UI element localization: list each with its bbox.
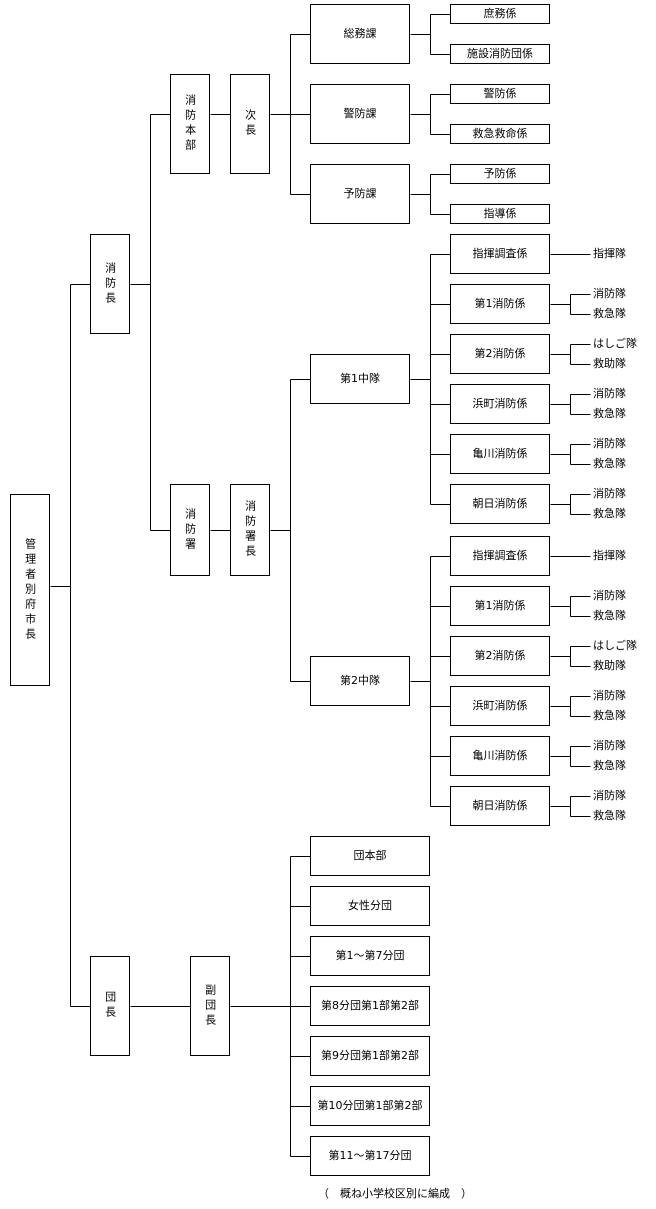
company-1-unit-3-team-1: はしご隊 xyxy=(593,337,637,350)
brigade-unit-3-box: 第1～第7分団 xyxy=(310,936,430,976)
section-3-unit-2-box: 指導係 xyxy=(450,204,550,224)
brigade-chief-box: 団長 xyxy=(90,956,130,1056)
station-chief-box-label: 消防署長 xyxy=(243,500,257,560)
deputy-chief-box-label: 次長 xyxy=(243,109,257,139)
section-3-unit-1-box: 予防係 xyxy=(450,164,550,184)
company-1-unit-3-box: 第2消防係 xyxy=(450,334,550,374)
company-1-unit-3-team-2: 救助隊 xyxy=(593,357,626,370)
company-1-unit-5-box: 亀川消防係 xyxy=(450,434,550,474)
company-1-box: 第1中隊 xyxy=(310,354,410,404)
hq-box: 消防本部 xyxy=(170,74,210,174)
station-chief-box: 消防署長 xyxy=(230,484,270,576)
section-1-box: 総務課 xyxy=(310,4,410,64)
section-1-unit-2-box: 施設消防団係 xyxy=(450,44,550,64)
company-1-unit-4-box: 浜町消防係 xyxy=(450,384,550,424)
company-1-unit-4-team-1: 消防隊 xyxy=(593,387,626,400)
company-2-unit-2-team-1: 消防隊 xyxy=(593,589,626,602)
section-2-unit-1-box: 警防係 xyxy=(450,84,550,104)
company-2-unit-2-team-2: 救急隊 xyxy=(593,609,626,622)
brigade-note: （ 概ね小学校区別に編成 ） xyxy=(318,1187,472,1200)
company-1-unit-2-team-2: 救急隊 xyxy=(593,307,626,320)
mayor-box: 管理者別府市長 xyxy=(10,494,50,686)
section-2-unit-2-box: 救急救命係 xyxy=(450,124,550,144)
hq-box-label: 消防本部 xyxy=(183,94,197,154)
brigade-unit-6-box: 第10分団第1部第2部 xyxy=(310,1086,430,1126)
company-2-unit-3-box: 第2消防係 xyxy=(450,636,550,676)
company-1-unit-6-team-2: 救急隊 xyxy=(593,507,626,520)
section-3-box: 予防課 xyxy=(310,164,410,224)
company-2-unit-1-team-1: 指揮隊 xyxy=(593,549,626,562)
company-2-unit-5-team-1: 消防隊 xyxy=(593,739,626,752)
company-2-unit-6-team-1: 消防隊 xyxy=(593,789,626,802)
vice-chief-box-label: 副団長 xyxy=(203,983,217,1029)
company-1-unit-1-team-1: 指揮隊 xyxy=(593,247,626,260)
company-1-unit-5-team-2: 救急隊 xyxy=(593,457,626,470)
company-2-unit-5-box: 亀川消防係 xyxy=(450,736,550,776)
company-2-unit-6-box: 朝日消防係 xyxy=(450,786,550,826)
brigade-unit-5-box: 第9分団第1部第2部 xyxy=(310,1036,430,1076)
company-2-box: 第2中隊 xyxy=(310,656,410,706)
fire-chief-box-label: 消防長 xyxy=(103,261,117,307)
company-2-unit-6-team-2: 救急隊 xyxy=(593,809,626,822)
station-box-label: 消防署 xyxy=(183,507,197,553)
company-1-unit-2-box: 第1消防係 xyxy=(450,284,550,324)
company-2-unit-3-team-2: 救助隊 xyxy=(593,659,626,672)
company-1-unit-5-team-1: 消防隊 xyxy=(593,437,626,450)
vice-chief-box: 副団長 xyxy=(190,956,230,1056)
brigade-unit-1-box: 団本部 xyxy=(310,836,430,876)
company-2-unit-3-team-1: はしご隊 xyxy=(593,639,637,652)
station-box: 消防署 xyxy=(170,484,210,576)
company-2-unit-2-box: 第1消防係 xyxy=(450,586,550,626)
company-1-unit-2-team-1: 消防隊 xyxy=(593,287,626,300)
brigade-chief-box-label: 団長 xyxy=(103,991,117,1021)
company-1-unit-6-box: 朝日消防係 xyxy=(450,484,550,524)
company-1-unit-4-team-2: 救急隊 xyxy=(593,407,626,420)
company-2-unit-5-team-2: 救急隊 xyxy=(593,759,626,772)
company-1-unit-6-team-1: 消防隊 xyxy=(593,487,626,500)
brigade-unit-4-box: 第8分団第1部第2部 xyxy=(310,986,430,1026)
company-1-unit-1-box: 指揮調査係 xyxy=(450,234,550,274)
fire-chief-box: 消防長 xyxy=(90,234,130,334)
company-2-unit-4-box: 浜町消防係 xyxy=(450,686,550,726)
brigade-unit-7-box: 第11～第17分団 xyxy=(310,1136,430,1176)
company-2-unit-4-team-2: 救急隊 xyxy=(593,709,626,722)
company-2-unit-4-team-1: 消防隊 xyxy=(593,689,626,702)
deputy-chief-box: 次長 xyxy=(230,74,270,174)
brigade-unit-2-box: 女性分団 xyxy=(310,886,430,926)
section-2-box: 警防課 xyxy=(310,84,410,144)
section-1-unit-1-box: 庶務係 xyxy=(450,4,550,24)
company-2-unit-1-box: 指揮調査係 xyxy=(450,536,550,576)
mayor-box-label: 管理者別府市長 xyxy=(23,537,37,643)
